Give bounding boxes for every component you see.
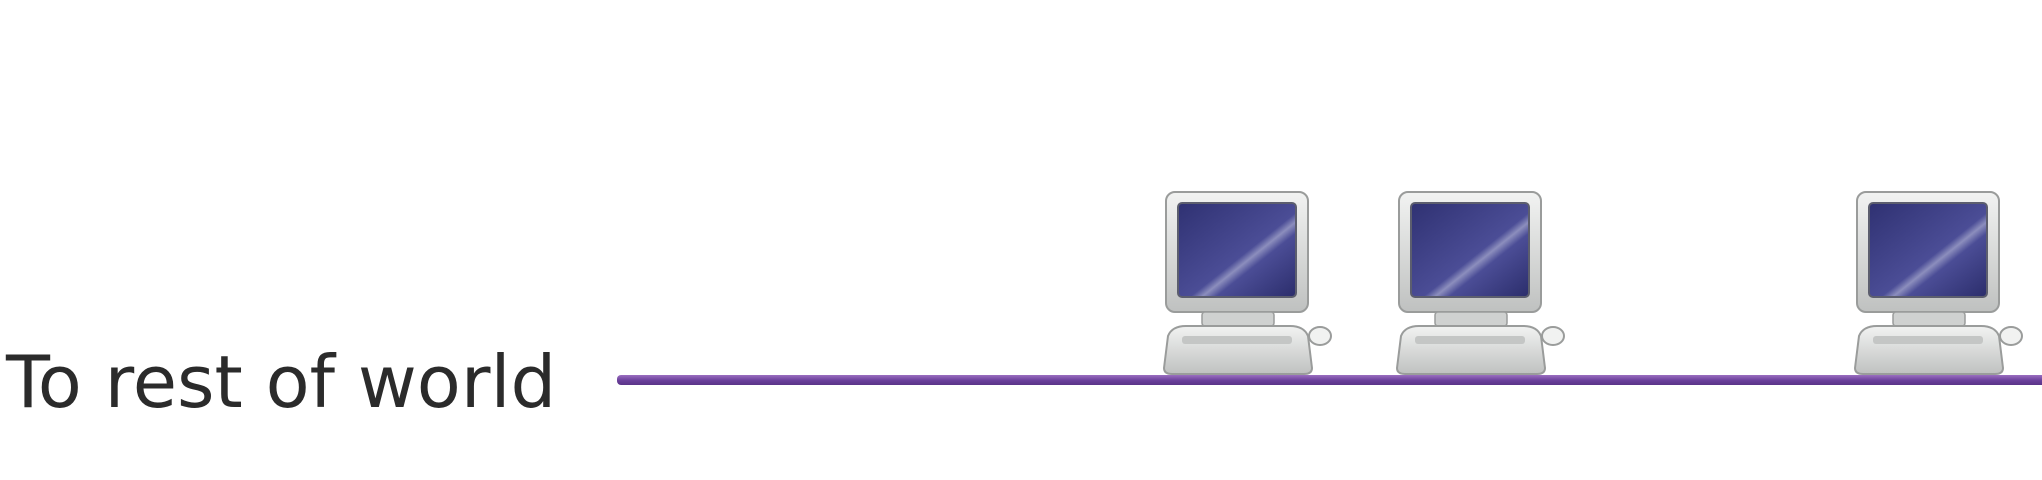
host-computer-3	[1843, 186, 2023, 378]
desktop-computer-icon	[1853, 191, 2023, 375]
desktop-computer-icon	[1162, 191, 1332, 375]
host-computer-1	[1152, 186, 1332, 378]
host-computer-2	[1385, 186, 1565, 378]
desktop-computer-icon	[1395, 191, 1565, 375]
network-link-line	[617, 375, 2042, 385]
to-rest-of-world-label: To rest of world	[6, 340, 557, 424]
